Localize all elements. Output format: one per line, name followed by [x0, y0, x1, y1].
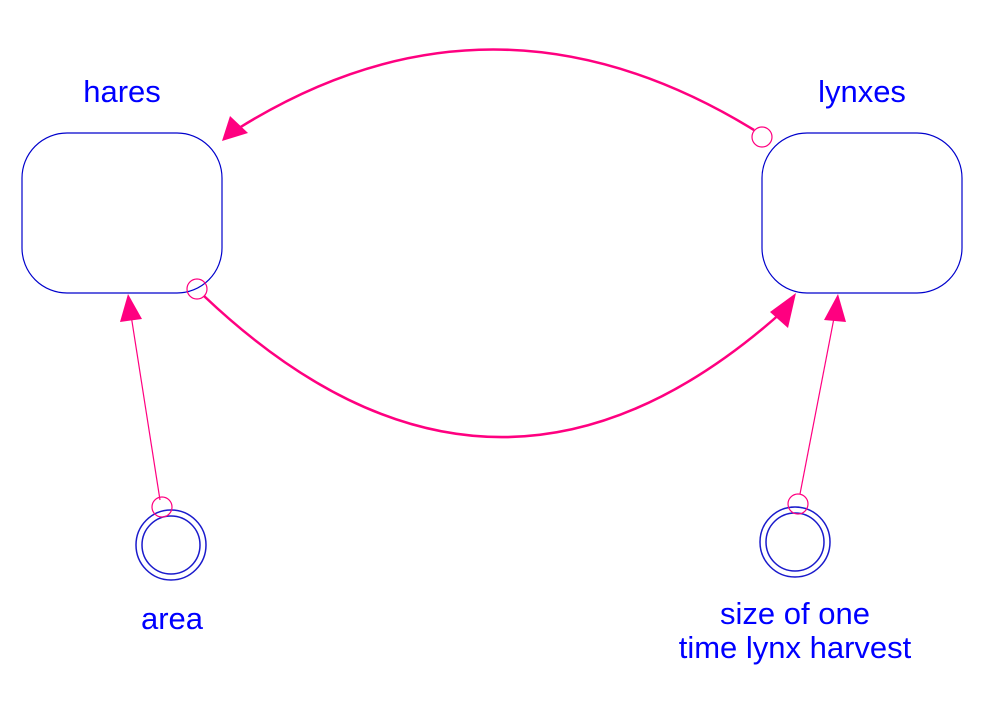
link-lynxes-to-hares-origin — [751, 126, 773, 148]
harvest-converter[interactable] — [759, 506, 831, 578]
link-harvest-to-lynxes-origin — [787, 493, 809, 515]
link-harvest-to-lynxes-arrowhead — [824, 294, 846, 322]
lynxes-stock[interactable] — [761, 132, 963, 294]
link-area-to-hares-origin — [151, 496, 173, 518]
link-lynxes-to-hares-curve — [238, 48, 755, 132]
hares-stock[interactable] — [21, 132, 223, 294]
area-label: area — [140, 601, 204, 636]
harvest-label: size of one time lynx harvest — [630, 597, 960, 665]
link-lynxes-to-hares[interactable] — [222, 48, 773, 148]
link-harvest-to-lynxes[interactable] — [787, 294, 846, 515]
link-area-to-hares[interactable] — [120, 294, 173, 518]
link-area-to-hares-line — [130, 314, 161, 501]
link-area-to-hares-arrowhead — [120, 294, 142, 322]
link-hares-to-lynxes-arrowhead — [770, 293, 796, 328]
link-hares-to-lynxes-curve — [203, 295, 783, 439]
link-hares-to-lynxes-origin — [186, 278, 208, 300]
harvest-label-line2: time lynx harvest — [678, 630, 912, 665]
link-lynxes-to-hares-arrowhead — [222, 116, 248, 141]
area-converter[interactable] — [135, 509, 207, 581]
link-harvest-to-lynxes-line — [799, 317, 835, 495]
link-hares-to-lynxes[interactable] — [186, 278, 796, 439]
lynxes-label: lynxes — [818, 74, 906, 109]
harvest-label-line1: size of one — [720, 596, 870, 631]
hares-label: hares — [83, 74, 161, 109]
